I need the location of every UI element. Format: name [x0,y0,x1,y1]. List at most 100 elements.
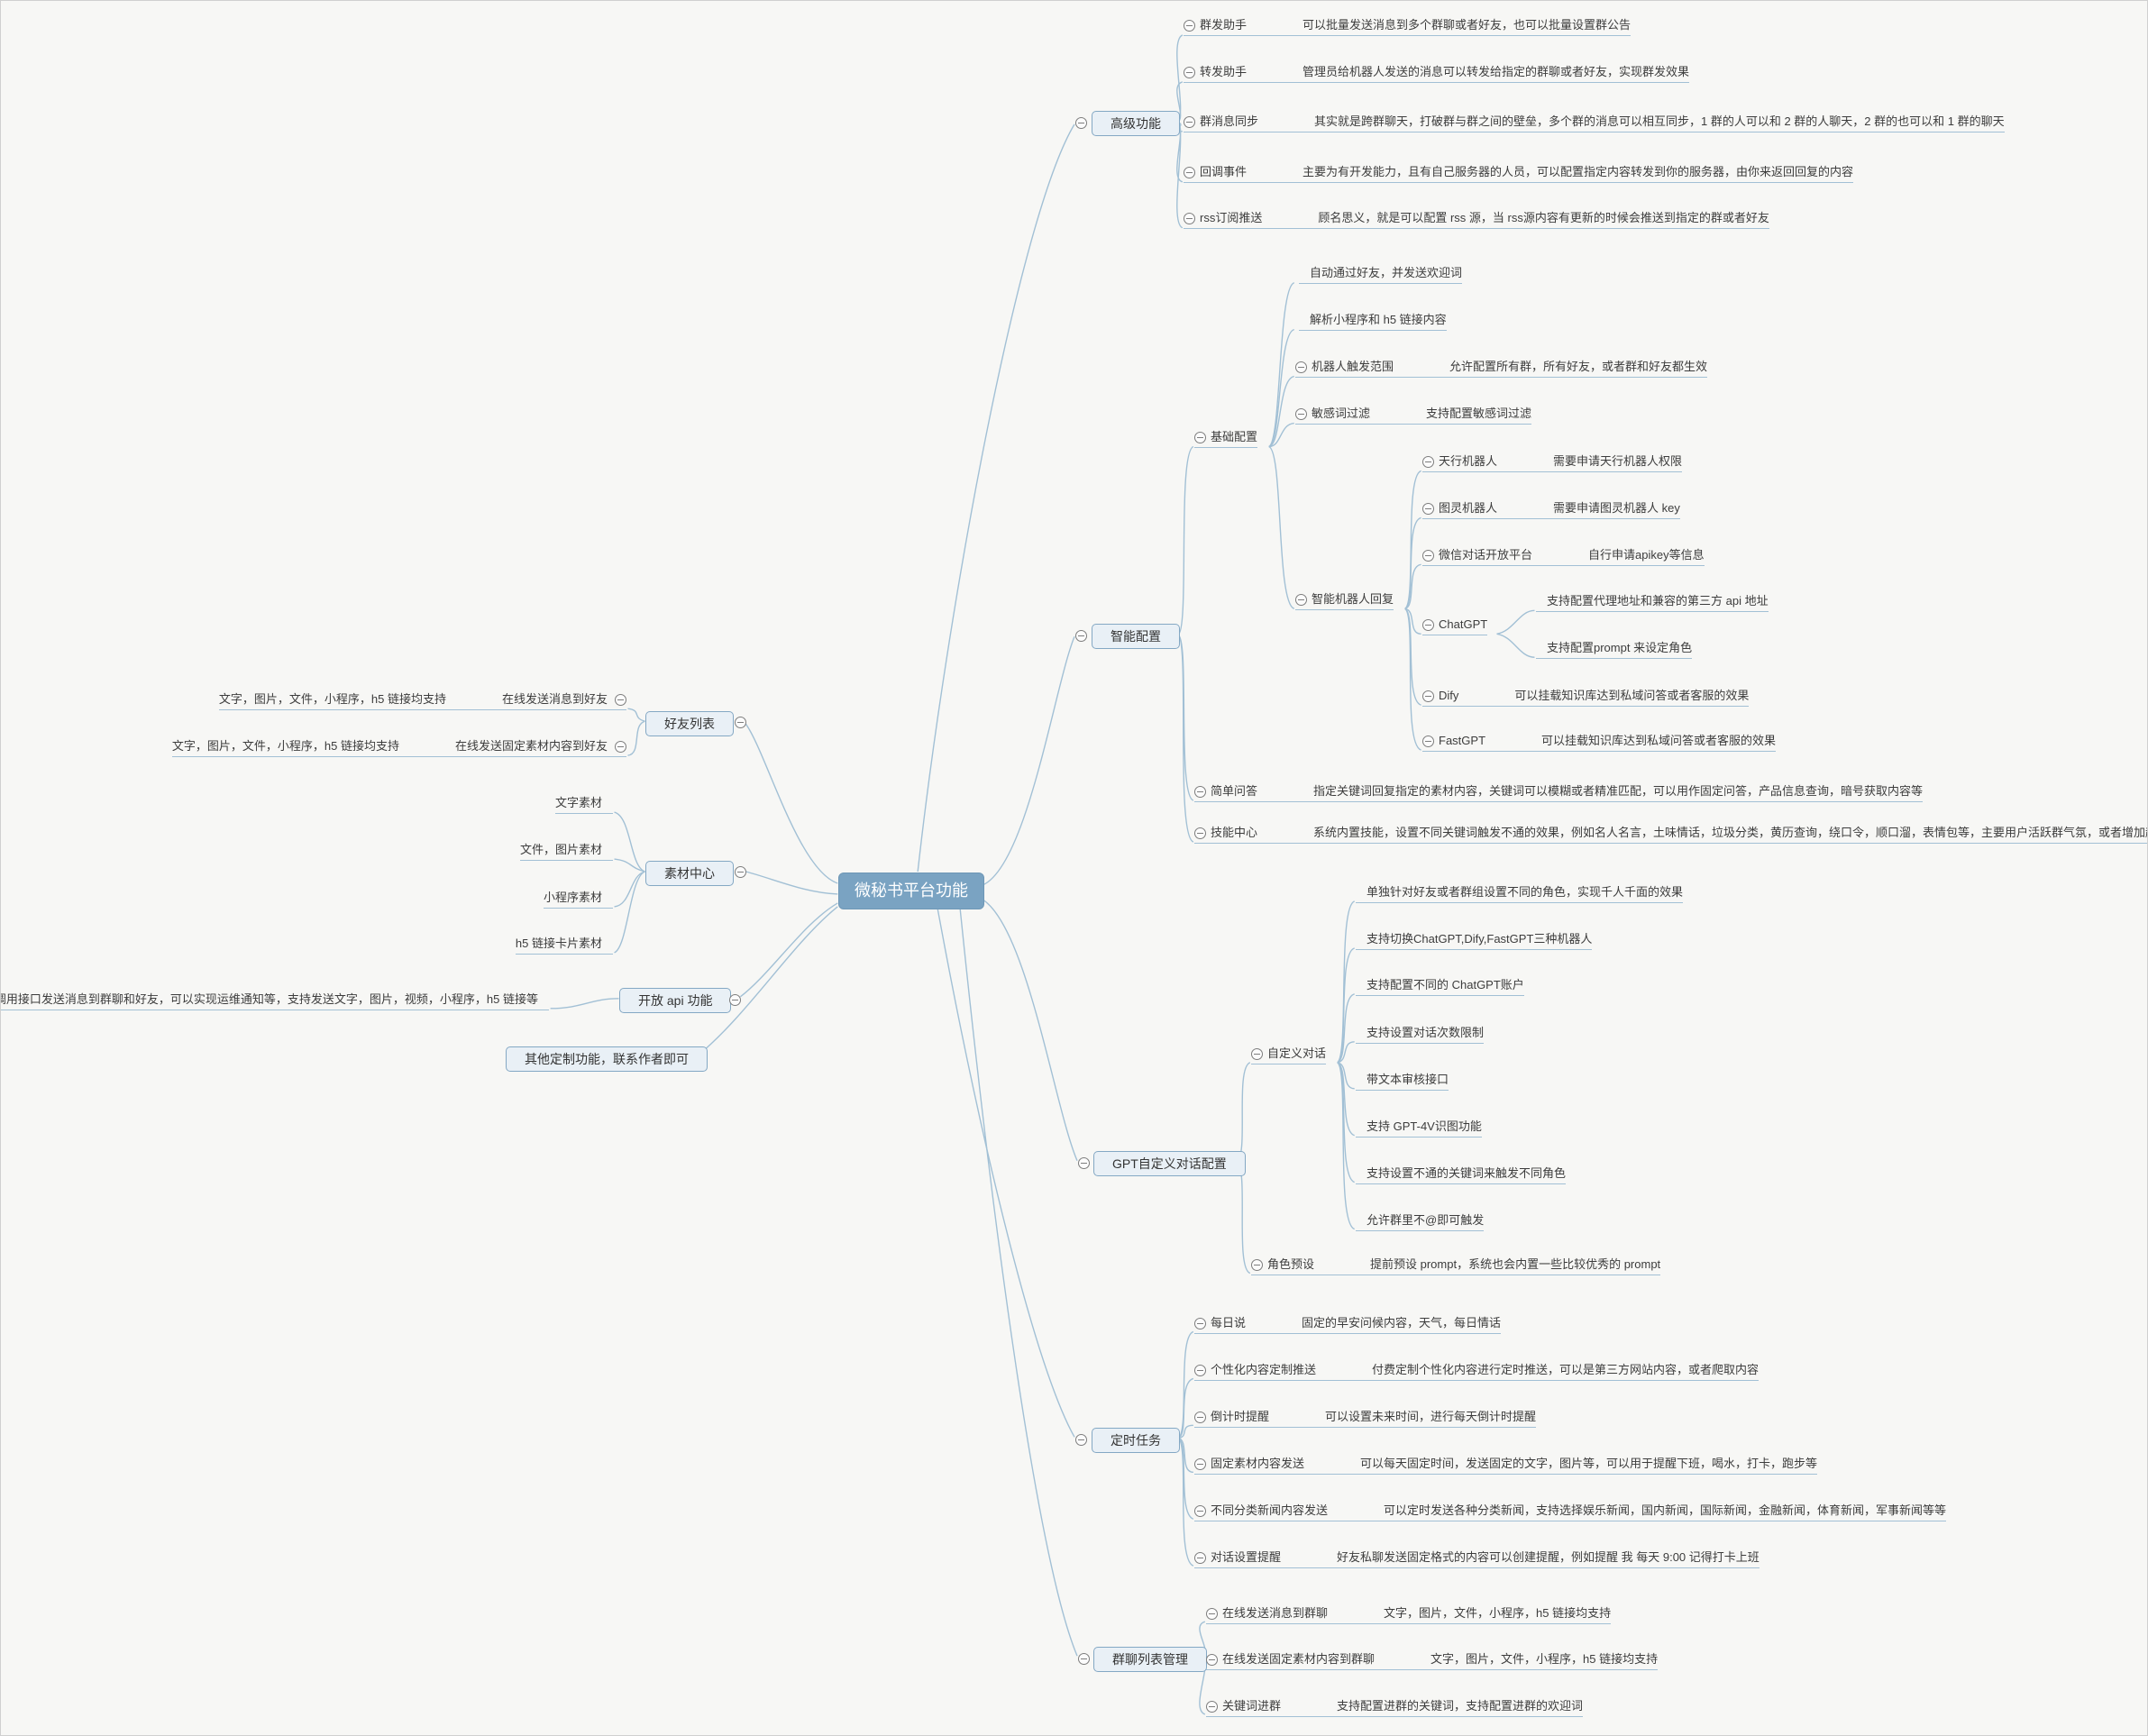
topic-api-note[interactable]: 任意系统调用接口发送消息到群聊和好友，可以实现运维通知等，支持发送文字，图片，视… [1,991,549,1010]
collapse-icon[interactable] [1194,1457,1206,1470]
collapse-icon[interactable] [1422,690,1434,702]
collapse-icon[interactable] [1194,1504,1206,1517]
topic-bot-trigger-scope[interactable]: 机器人触发范围 允许配置所有群，所有好友，或者群和好友都生效 [1295,359,1708,378]
topic-news-category-send[interactable]: 不同分类新闻内容发送 可以定时发送各种分类新闻，支持选择娱乐新闻，国内新闻，国际… [1194,1503,1947,1521]
branch-label: 定时任务 [1111,1433,1161,1448]
branch-smart-config[interactable]: 智能配置 [1092,624,1180,649]
topic-send-message-to-friend[interactable]: 文字，图片，文件，小程序，h5 链接均支持 在线发送消息到好友 [218,691,626,710]
root-topic[interactable]: 微秘书平台功能 [838,873,984,909]
topic-rss-push[interactable]: rss订阅推送 顾名思义，就是可以配置 rss 源，当 rss源内容有更新的时候… [1184,210,1769,229]
collapse-icon[interactable] [1194,431,1206,443]
collapse-icon[interactable] [1295,593,1307,606]
branch-group-list-management[interactable]: 群聊列表管理 [1093,1647,1207,1672]
collapse-icon[interactable] [615,693,626,706]
topic-role-preset[interactable]: 角色预设 提前预设 prompt，系统也会内置一些比较优秀的 prompt [1251,1256,1661,1275]
topic-bulk-send-helper[interactable]: 群发助手 可以批量发送消息到多个群聊或者好友，也可以批量设置群公告 [1184,17,1632,36]
collapse-icon[interactable] [1184,115,1195,128]
collapse-icon[interactable] [1194,785,1206,798]
topic-label: 文字素材 [554,796,602,809]
topic-skill-center[interactable]: 技能中心 系统内置技能，设置不同关键词触发不通的效果，例如名人名言，土味情话，垃… [1194,825,2147,844]
collapse-icon[interactable] [1194,1317,1206,1329]
topic-dialog-note-limit[interactable]: 支持设置对话次数限制 [1356,1025,1485,1044]
collapse-icon[interactable] [1295,407,1307,420]
topic-tuling-bot[interactable]: 图灵机器人 需要申请图灵机器人 key [1422,500,1680,519]
collapse-icon[interactable] [735,717,746,728]
topic-fixed-material-send[interactable]: 固定素材内容发送 可以每天固定时间，发送固定的文字，图片等，可以用于提醒下班，喝… [1194,1456,1818,1475]
collapse-icon[interactable] [729,994,741,1006]
topic-label: 不同分类新闻内容发送 [1211,1503,1329,1517]
collapse-icon[interactable] [1078,1157,1090,1169]
topic-daily-say[interactable]: 每日说 固定的早安问候内容，天气，每日情话 [1194,1315,1502,1334]
collapse-icon[interactable] [1194,827,1206,839]
branch-material-center[interactable]: 素材中心 [645,861,734,886]
collapse-icon[interactable] [615,740,626,753]
topic-personalized-push[interactable]: 个性化内容定制推送 付费定制个性化内容进行定时推送，可以是第三方网站内容，或者爬… [1194,1362,1760,1381]
topic-send-material-to-friend[interactable]: 文字，图片，文件，小程序，h5 链接均支持 在线发送固定素材内容到好友 [171,738,626,757]
topic-parse-miniprogram-h5[interactable]: 解析小程序和 h5 链接内容 [1299,312,1447,331]
collapse-icon[interactable] [1251,1258,1263,1271]
collapse-icon[interactable] [1422,735,1434,747]
collapse-icon[interactable] [1206,1653,1218,1666]
topic-dialog-note-no-at[interactable]: 允许群里不@即可触发 [1356,1212,1485,1231]
branch-open-api[interactable]: 开放 api 功能 [619,988,732,1013]
topic-wechat-open-dialog[interactable]: 微信对话开放平台 自行申请apikey等信息 [1422,547,1705,566]
topic-chatgpt-proxy-note[interactable]: 支持配置代理地址和兼容的第三方 api 地址 [1536,593,1769,612]
collapse-icon[interactable] [1295,361,1307,373]
collapse-icon[interactable] [1422,549,1434,562]
collapse-icon[interactable] [1422,455,1434,468]
topic-countdown-reminder[interactable]: 倒计时提醒 可以设置未来时间，进行每天倒计时提醒 [1194,1409,1537,1428]
topic-simple-qa[interactable]: 简单问答 指定关键词回复指定的素材内容，关键词可以模糊或者精准匹配，可以用作固定… [1194,783,1924,802]
collapse-icon[interactable] [1184,212,1195,224]
topic-keyword-join-group[interactable]: 关键词进群 支持配置进群的关键词，支持配置进群的欢迎词 [1206,1698,1584,1717]
topic-send-message-to-group[interactable]: 在线发送消息到群聊 文字，图片，文件，小程序，h5 链接均支持 [1206,1605,1612,1624]
collapse-icon[interactable] [1422,502,1434,515]
collapse-icon[interactable] [1075,1434,1087,1446]
collapse-icon[interactable] [1184,66,1195,78]
branch-friend-list[interactable]: 好友列表 [645,711,734,736]
collapse-icon[interactable] [1184,19,1195,32]
topic-file-image-material[interactable]: 文件，图片素材 [519,842,613,861]
branch-gpt-custom-dialog-config[interactable]: GPT自定义对话配置 [1093,1151,1246,1176]
collapse-icon[interactable] [735,866,746,878]
collapse-icon[interactable] [1206,1700,1218,1713]
topic-dify[interactable]: Dify 可以挂载知识库达到私域问答或者客服的效果 [1422,688,1750,707]
collapse-icon[interactable] [1184,166,1195,178]
topic-dialog-set-reminder[interactable]: 对话设置提醒 好友私聊发送固定格式的内容可以创建提醒，例如提醒 我 每天 9:0… [1194,1549,1760,1568]
topic-dialog-note-gpt4v[interactable]: 支持 GPT-4V识图功能 [1356,1119,1482,1138]
topic-dialog-note-accounts[interactable]: 支持配置不同的 ChatGPT账户 [1356,977,1524,996]
topic-forward-helper[interactable]: 转发助手 管理员给机器人发送的消息可以转发给指定的群聊或者好友，实现群发效果 [1184,64,1690,83]
branch-advanced-features[interactable]: 高级功能 [1092,111,1180,136]
branch-custom-contact-author[interactable]: 其他定制功能，联系作者即可 [506,1046,708,1072]
collapse-icon[interactable] [1194,1364,1206,1376]
topic-chatgpt-prompt-note[interactable]: 支持配置prompt 来设定角色 [1536,640,1693,659]
collapse-icon[interactable] [1075,117,1087,129]
topic-label: FastGPT [1439,734,1486,747]
topic-miniprogram-material[interactable]: 小程序素材 [543,890,613,909]
topic-callback-event[interactable]: 回调事件 主要为有开发能力，且有自己服务器的人员，可以配置指定内容转发到你的服务… [1184,164,1854,183]
topic-tianxing-bot[interactable]: 天行机器人 需要申请天行机器人权限 [1422,453,1683,472]
collapse-icon[interactable] [1194,1551,1206,1564]
topic-group-msg-sync[interactable]: 群消息同步 其实就是跨群聊天，打破群与群之间的壁垒，多个群的消息可以相互同步，1… [1184,114,2005,132]
topic-auto-accept-friend[interactable]: 自动通过好友，并发送欢迎词 [1299,265,1463,284]
topic-custom-dialog[interactable]: 自定义对话 [1251,1046,1327,1064]
topic-text-material[interactable]: 文字素材 [554,795,613,814]
collapse-icon[interactable] [1251,1047,1263,1060]
topic-fastgpt[interactable]: FastGPT 可以挂载知识库达到私域问答或者客服的效果 [1422,733,1777,752]
topic-h5-card-material[interactable]: h5 链接卡片素材 [515,936,613,955]
topic-sensitive-word-filter[interactable]: 敏感词过滤 支持配置敏感词过滤 [1295,406,1532,425]
collapse-icon[interactable] [1206,1607,1218,1620]
topic-dialog-note-keywords[interactable]: 支持设置不通的关键词来触发不同角色 [1356,1165,1567,1184]
topic-send-material-to-group[interactable]: 在线发送固定素材内容到群聊 文字，图片，文件，小程序，h5 链接均支持 [1206,1651,1659,1670]
topic-dialog-note-moderation[interactable]: 带文本审核接口 [1356,1072,1449,1091]
topic-dialog-note-switch-bots[interactable]: 支持切换ChatGPT,Dify,FastGPT三种机器人 [1356,931,1593,950]
collapse-icon[interactable] [1194,1411,1206,1423]
topic-chatgpt[interactable]: ChatGPT [1422,617,1488,635]
topic-label: 在线发送消息到好友 [501,692,608,706]
collapse-icon[interactable] [1078,1653,1090,1665]
topic-basic-config[interactable]: 基础配置 [1194,429,1258,448]
collapse-icon[interactable] [1422,618,1434,631]
topic-dialog-note-roles[interactable]: 单独针对好友或者群组设置不同的角色，实现千人千面的效果 [1356,884,1684,903]
branch-scheduled-tasks[interactable]: 定时任务 [1092,1428,1180,1453]
collapse-icon[interactable] [1075,630,1087,642]
topic-smart-bot-reply[interactable]: 智能机器人回复 [1295,591,1394,610]
